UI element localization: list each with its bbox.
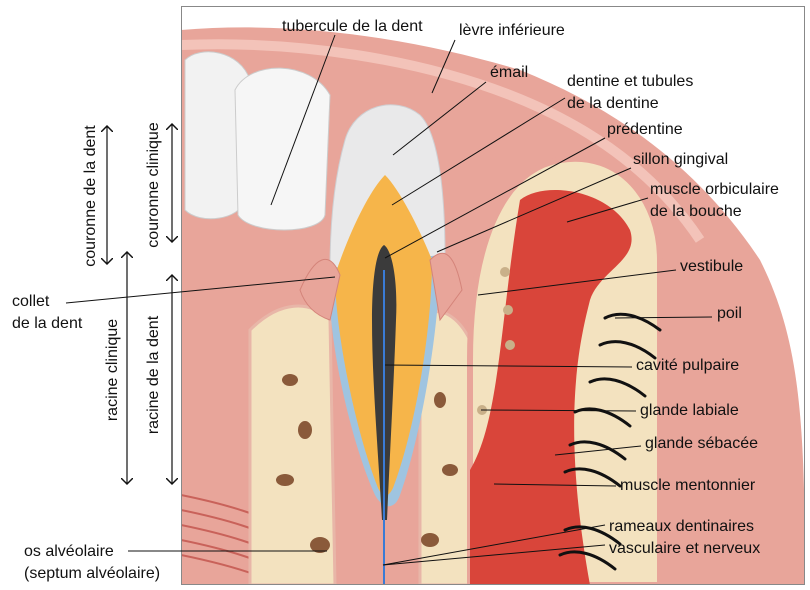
label-sillon: sillon gingival — [633, 151, 728, 168]
label-poil: poil — [717, 305, 742, 322]
label-email: émail — [490, 64, 528, 81]
leader-line — [382, 524, 606, 566]
range-racine-clinique: racine clinique — [104, 319, 121, 421]
leader-line — [384, 364, 633, 368]
leader-lines — [65, 34, 713, 566]
leader-line — [270, 34, 336, 206]
label-os-2: (septum alvéolaire) — [24, 565, 160, 582]
leader-line — [65, 276, 336, 304]
label-cavite: cavité pulpaire — [636, 357, 739, 374]
label-orbiculaire-2: de la bouche — [650, 203, 742, 220]
range-arrows — [107, 124, 172, 484]
label-vestibule: vestibule — [680, 258, 743, 275]
orbicularis-muscle — [470, 190, 632, 585]
range-racine-dent: racine de la dent — [145, 315, 162, 434]
background-tooth — [234, 67, 331, 231]
label-os-1: os alvéolaire — [24, 543, 114, 560]
leader-line — [614, 316, 713, 319]
image-frame — [181, 6, 805, 585]
label-orbiculaire-1: muscle orbiculaire — [650, 181, 779, 198]
label-levre: lèvre inférieure — [459, 22, 565, 39]
leader-line — [384, 137, 606, 259]
leader-line — [436, 167, 632, 253]
label-collet-2: de la dent — [12, 315, 83, 332]
label-glande-labiale: glande labiale — [640, 402, 739, 419]
leader-line — [480, 409, 637, 412]
range-couronne-clinique: couronne clinique — [145, 122, 162, 248]
leader-line — [391, 97, 566, 206]
label-rameaux-1: rameaux dentinaires — [609, 518, 754, 535]
gingiva — [299, 252, 463, 322]
illustration — [181, 6, 805, 585]
label-collet-1: collet — [12, 293, 50, 310]
label-dentine-2: de la dentine — [567, 95, 659, 112]
range-couronne-dent: couronne de la dent — [82, 125, 99, 267]
label-mentonnier: muscle mentonnier — [620, 477, 756, 494]
leader-line — [566, 197, 649, 223]
label-predentine: prédentine — [607, 121, 683, 138]
leader-line — [431, 39, 456, 94]
leader-line — [477, 269, 677, 296]
bone-pores — [276, 374, 458, 553]
leader-line — [554, 445, 642, 456]
leader-line — [493, 483, 617, 487]
leader-line — [392, 81, 487, 156]
label-dentine-1: dentine et tubules — [567, 73, 693, 90]
labels: tubercule de la dent lèvre inférieure ém… — [12, 18, 779, 582]
leader-line — [382, 544, 606, 566]
gum-highlight — [181, 39, 705, 243]
label-rameaux-2: vasculaire et nerveux — [609, 540, 760, 557]
label-tubercule: tubercule de la dent — [282, 18, 423, 35]
label-glande-sebacee: glande sébacée — [645, 435, 758, 452]
